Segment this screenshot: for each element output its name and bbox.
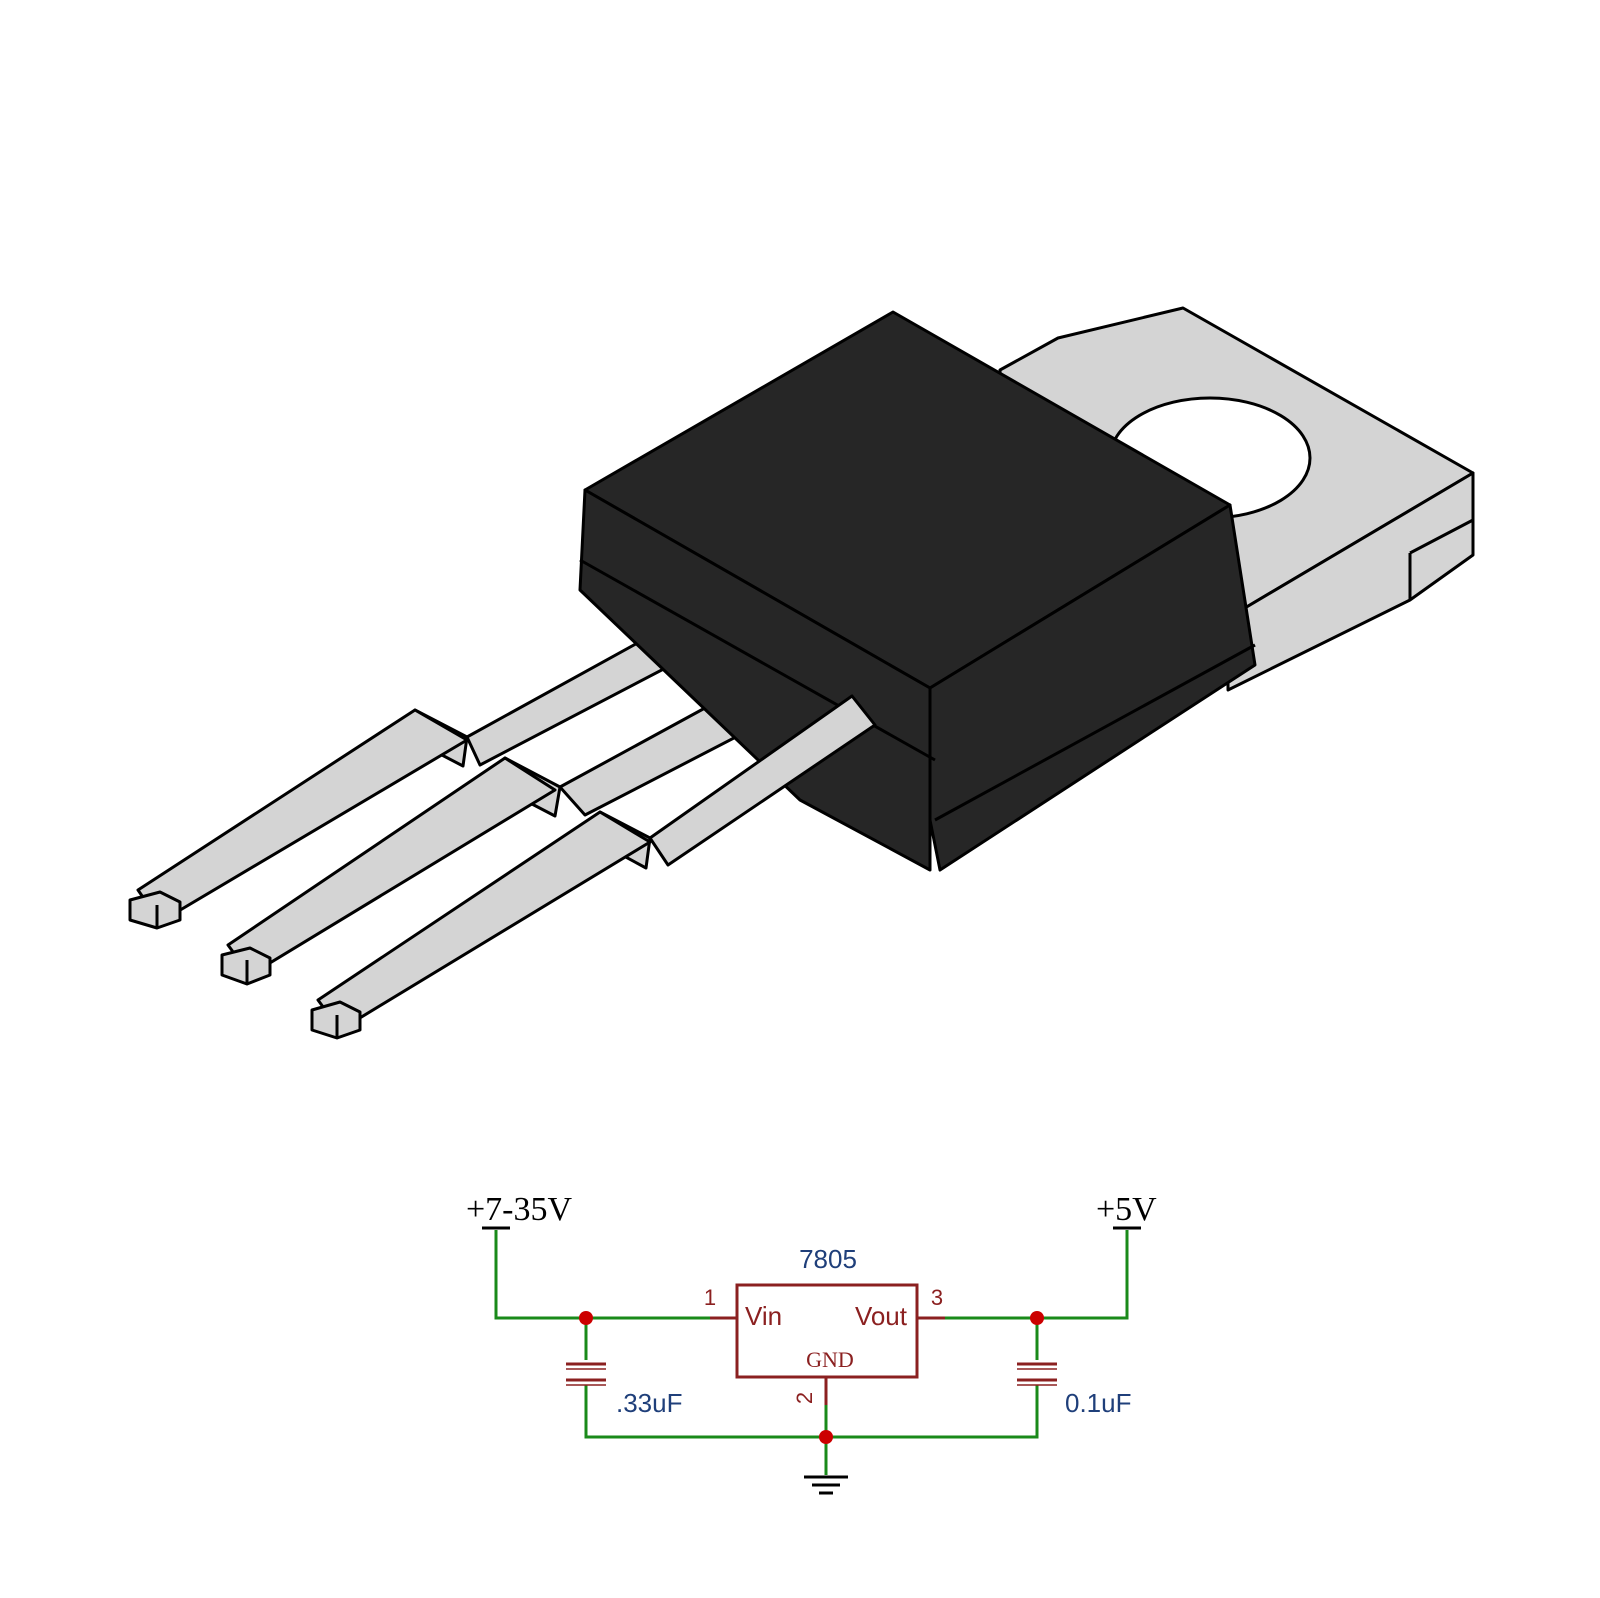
body-left-face (578, 488, 932, 872)
body-seam-front (934, 643, 1256, 822)
pin2-number: 2 (792, 1392, 817, 1404)
regulator-name: 7805 (799, 1244, 857, 1274)
junction-ground (819, 1430, 833, 1444)
junction-output (1030, 1311, 1044, 1325)
to220-package-illustration (128, 306, 1475, 1040)
lead-3 (310, 694, 877, 1040)
lead-2-shaft (226, 756, 557, 977)
regulator-block (710, 1283, 945, 1405)
tab-edge-2 (1409, 518, 1474, 555)
output-capacitor (1017, 1362, 1057, 1386)
body-seam-left (579, 558, 936, 762)
output-capacitor-label: 0.1uF (1065, 1388, 1132, 1418)
ground-rail (584, 1385, 1039, 1439)
output-wire (917, 1230, 1129, 1320)
package-body (578, 310, 1257, 872)
gnd-pin-label: GND (806, 1347, 854, 1372)
ground-symbol (804, 1475, 848, 1495)
input-capacitor-label: .33uF (616, 1388, 683, 1418)
pin3-number: 3 (931, 1285, 943, 1310)
vin-pin-label: Vin (745, 1301, 782, 1331)
input-capacitor (566, 1362, 606, 1386)
input-supply-label: +7-35V (466, 1191, 572, 1228)
pin1-number: 1 (704, 1285, 716, 1310)
lead-1 (128, 622, 702, 930)
schematic: +7-35V +5V .33uF 0.1uF 7805 Vin Vout GND (466, 1191, 1157, 1495)
input-wire (494, 1230, 735, 1320)
output-supply-label: +5V (1096, 1191, 1157, 1228)
lead-3-shaft (316, 810, 652, 1032)
junction-input (579, 1311, 593, 1325)
lead-1-tip (128, 890, 182, 930)
junctions (579, 1311, 1044, 1444)
lead-3-front (648, 694, 877, 867)
vout-pin-label: Vout (855, 1301, 908, 1331)
